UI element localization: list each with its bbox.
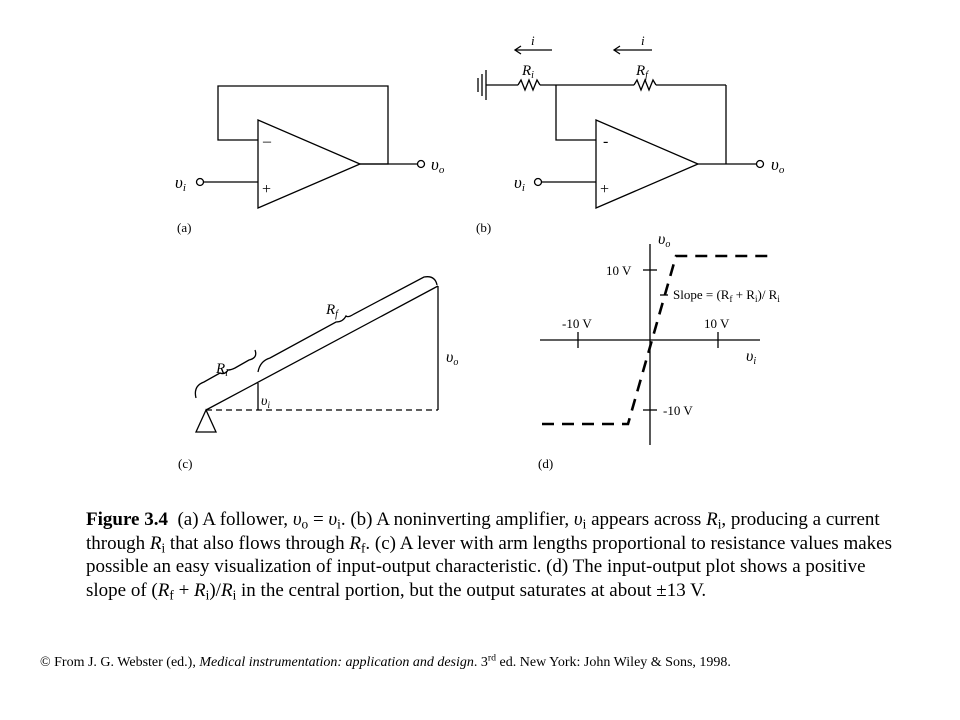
panel-c-lever [194, 276, 439, 433]
input-label-a: υi [175, 173, 186, 194]
brace-rf [257, 276, 438, 373]
panel-d-plot [540, 244, 768, 445]
caption-sub: f [169, 586, 174, 602]
output-terminal-a [416, 159, 426, 169]
caption-vo: υ [292, 509, 302, 530]
tick-label-y-pos: 10 V [606, 263, 632, 278]
caption-vi: υ [328, 509, 338, 530]
current-label-1: i [531, 33, 535, 48]
credit-text: . 3 [473, 655, 488, 670]
caption-text: in the central portion, but the output s… [236, 579, 707, 601]
caption-sub: i [337, 516, 341, 532]
caption-sub: i [161, 539, 166, 555]
tick-label-y-neg: -10 V [663, 403, 693, 418]
resistor-ri [517, 78, 541, 92]
figure-diagram: – + υi υo (a) i i Ri Rf - + υi υo (b) Rf… [175, 33, 785, 471]
tag-c: (c) [178, 456, 192, 471]
input-terminal-a [195, 177, 205, 187]
caption-text: (a) A follower, [177, 509, 293, 530]
caption-text: appears across [586, 509, 707, 530]
current-label-2: i [641, 33, 645, 48]
rf-label-c: Rf [325, 302, 339, 320]
credit-book-title: Medical instrumentation: application and… [199, 655, 474, 670]
tick-label-x-pos: 10 V [704, 316, 730, 331]
panel-a-circuit [195, 85, 426, 209]
source-credit: © From J. G. Webster (ed.), Medical inst… [40, 652, 940, 671]
caption-sub: i [717, 516, 722, 532]
caption-sub: i [232, 586, 237, 602]
caption-text: + [173, 579, 195, 601]
caption-r: R [194, 579, 206, 601]
caption-sub: f [360, 539, 366, 555]
resistor-rf [633, 78, 657, 92]
output-label-a: υo [431, 155, 445, 176]
caption-r: R [349, 532, 361, 554]
caption-r: R [706, 509, 718, 530]
tag-b: (b) [476, 220, 491, 235]
caption-sub: i [205, 586, 210, 602]
input-label-b: υi [514, 173, 525, 194]
caption-sub: o [301, 516, 309, 532]
feedback-wire-a [217, 85, 389, 165]
opamp-b-minus: - [603, 133, 608, 150]
caption-text: . (c) A lever with arm lengths proportio… [86, 532, 892, 601]
rf-label-b: Rf [635, 63, 649, 81]
tick-label-x-neg: -10 V [562, 316, 592, 331]
credit-text: © From J. G. Webster (ed.), [40, 655, 200, 670]
vo-label-c: υo [446, 349, 458, 368]
slope-annotation: Slope = (Rf + Ri)/ Ri [673, 287, 780, 304]
tag-a: (a) [177, 220, 191, 235]
ri-label-b: Ri [521, 63, 534, 81]
transfer-curve [542, 254, 768, 426]
caption-text: , producing a current through [86, 509, 880, 554]
y-axis-label: υo [658, 231, 670, 250]
caption-text: )/ [209, 579, 221, 601]
tag-d: (d) [538, 456, 553, 471]
output-label-b: υo [771, 155, 785, 176]
caption-r: R [220, 579, 233, 601]
fulcrum [194, 408, 218, 433]
output-terminal-b [755, 159, 765, 169]
opamp-b [595, 119, 700, 209]
caption-sub: i [582, 516, 587, 532]
brace-ri [194, 349, 257, 399]
caption-text: that also flows through [165, 532, 350, 554]
x-axis-label: υi [746, 348, 756, 367]
caption-r: R [149, 532, 162, 554]
caption-vi: υ [573, 509, 583, 530]
caption-r: R [157, 579, 170, 601]
vi-label-c: υi [261, 394, 270, 410]
caption-text: . (b) A noninverting amplifier, [340, 509, 574, 530]
input-terminal-b [533, 177, 543, 187]
credit-text: ed. New York: John Wiley & Sons, 1998. [496, 655, 731, 670]
opamp-a-plus: + [262, 181, 271, 198]
opamp-a-minus: – [262, 133, 272, 150]
figure-caption: Figure 3.4 (a) A follower, υo = υi. (b) … [86, 508, 906, 602]
lever-arm [205, 285, 439, 411]
opamp-b-plus: + [600, 181, 609, 198]
opamp-a [257, 119, 362, 209]
credit-sup: rd [487, 652, 497, 664]
figure-label: Figure 3.4 [86, 509, 168, 530]
panel-b-circuit [477, 45, 765, 209]
caption-text: = [308, 509, 329, 530]
ri-label-c: Ri [215, 361, 228, 379]
